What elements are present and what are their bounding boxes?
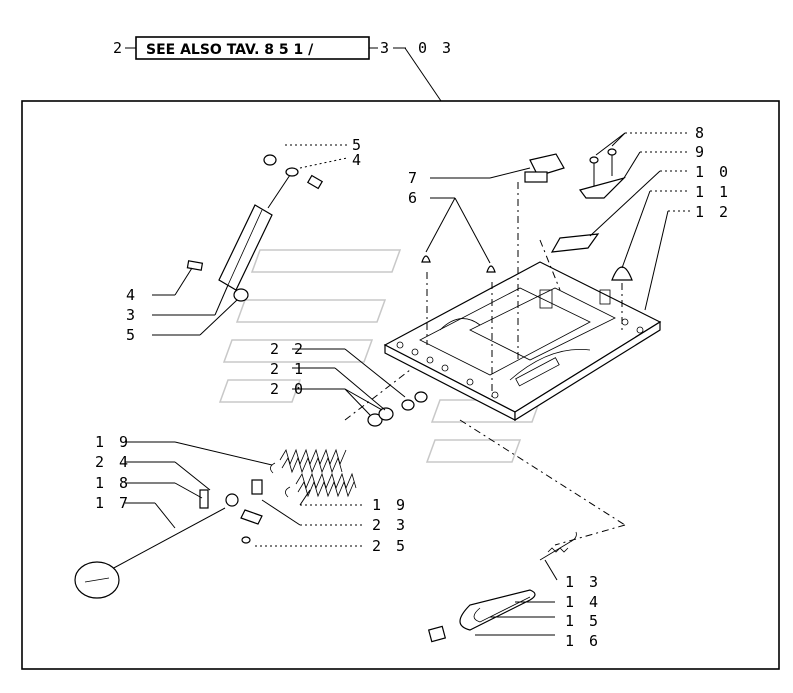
pin-18 [199,489,209,509]
callout-25: 2 5 [372,537,408,555]
callout-11: 1 1 [695,183,731,201]
callout-16: 1 6 [565,632,601,650]
callout-23: 2 3 [372,516,408,534]
lever-assembly [74,479,263,599]
callout-3: 3 [126,306,138,324]
bolt-pair [589,148,617,186]
plate-part [550,233,600,253]
see-also-label[interactable]: SEE ALSO TAV. 8 5 1 / [146,42,314,58]
callout-12: 1 2 [695,203,731,221]
screw-25 [241,536,251,544]
washer-stack [367,391,428,427]
callout-6: 6 [408,189,420,207]
callout-15: 1 5 [565,612,601,630]
bushing-top [263,154,277,166]
spring-upper [270,448,347,474]
callout-18: 1 8 [95,474,131,492]
callout-22: 2 2 [270,340,306,358]
bushing-bottom [233,288,249,302]
pin-bottom [186,260,204,271]
gas-strut [186,154,324,302]
diagram-frame [21,100,780,670]
latch-part [524,153,565,183]
knob-cap [611,266,633,281]
callout-8: 8 [695,124,707,142]
header-ref-right: 0 3 [418,39,454,57]
callout-19-right: 1 9 [372,496,408,514]
seat-base-plate [383,261,662,422]
callout-5-top: 5 [352,136,364,154]
callout-13: 1 3 [565,573,601,591]
pin-top [306,174,324,190]
callout-4-top: 4 [352,151,364,169]
callout-14: 1 4 [565,593,601,611]
callout-7: 7 [408,169,420,187]
spring-lower [285,472,357,498]
callout-21: 2 1 [270,360,306,378]
callout-24: 2 4 [95,453,131,471]
bracket-part [578,176,627,199]
callout-9: 9 [695,143,707,161]
callout-20: 2 0 [270,380,306,398]
knob-right [486,265,496,273]
cable-assembly [427,531,577,643]
header-ref-mid: 3 [380,39,392,57]
callout-19-left: 1 9 [95,433,131,451]
callout-10: 1 0 [695,163,731,181]
callout-5: 5 [126,326,138,344]
header-ref-left: 2 [113,39,125,57]
callout-17: 1 7 [95,494,131,512]
callout-4: 4 [126,286,138,304]
knob-left [421,255,431,263]
